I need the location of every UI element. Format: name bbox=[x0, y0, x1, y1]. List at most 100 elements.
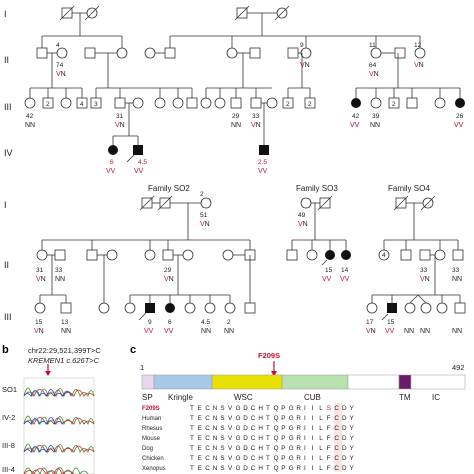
svg-text:12: 12 bbox=[414, 42, 422, 49]
so2-III-gt-6: NN bbox=[224, 328, 234, 335]
sample-iii-4: III-4 bbox=[2, 465, 15, 474]
chromatogram-iv-2 bbox=[23, 415, 95, 426]
gt-IV-3: VV bbox=[258, 168, 268, 175]
species-f209s: F209S bbox=[142, 406, 160, 412]
species-human: Human bbox=[142, 416, 161, 422]
gen-label-III: III bbox=[4, 102, 12, 112]
so4-III-age-1: 17 bbox=[366, 319, 374, 326]
age-IV-2: 4.5 bbox=[138, 159, 147, 166]
panel-b-label: b bbox=[2, 344, 9, 356]
so4-III-gt-2: VV bbox=[385, 328, 395, 335]
svg-text:9: 9 bbox=[300, 42, 304, 49]
chromatogram-iii-4 bbox=[23, 467, 89, 474]
gt-II-12: VN bbox=[414, 62, 424, 69]
age-III-d: 39 bbox=[372, 113, 380, 120]
age-II-11: 64 bbox=[369, 62, 377, 69]
pedigree-so3: Family SO3 49 VN 15 VV 14 VV bbox=[286, 184, 351, 283]
domain-tm: TM bbox=[399, 393, 411, 402]
domain-wsc: WSC bbox=[234, 393, 253, 402]
gt-III-e: VV bbox=[454, 122, 464, 129]
gt-II-4: VN bbox=[56, 71, 66, 78]
gen-label-II: II bbox=[4, 55, 9, 65]
so2-III-age-5: 4.5 bbox=[201, 319, 210, 326]
so2-III-gt-3: VV bbox=[144, 328, 154, 335]
protein-domain-bar bbox=[141, 374, 466, 390]
sample-so1: SO1 bbox=[2, 385, 17, 394]
chromatogram-so1 bbox=[23, 387, 95, 398]
species-xenopus: Xenopus bbox=[142, 466, 166, 472]
gen-label-I: I bbox=[4, 9, 7, 19]
domain-ic: IC bbox=[432, 393, 440, 402]
svg-text:2: 2 bbox=[286, 101, 290, 108]
so2-III-age-1: 15 bbox=[35, 319, 43, 326]
age-III-e: 26 bbox=[456, 113, 464, 120]
mutation-cdna: KREMEN1 c.626T>C bbox=[28, 356, 100, 365]
mutation-coordinate: chr22:29,521,399T>C bbox=[28, 346, 101, 355]
svg-text:3: 3 bbox=[94, 101, 98, 108]
svg-text:4: 4 bbox=[382, 252, 386, 259]
so3-II-age-2: 14 bbox=[341, 267, 349, 274]
so3-II-age-1: 15 bbox=[325, 267, 333, 274]
gt-III-a: NN bbox=[231, 122, 241, 129]
so2-II-age-1: 31 bbox=[36, 267, 44, 274]
so2-II-gt-3: VN bbox=[164, 276, 174, 283]
gen-label-IV: IV bbox=[4, 148, 13, 158]
so2-III-gt-1: VN bbox=[34, 328, 44, 335]
so2-III-age-3: 9 bbox=[148, 319, 152, 326]
age-III-1: 42 bbox=[26, 113, 34, 120]
species-mouse: Mouse bbox=[142, 436, 161, 442]
so2-III-age-2: 13 bbox=[61, 319, 69, 326]
domain-sp: SP bbox=[142, 393, 153, 402]
sample-iii-8: III-8 bbox=[2, 441, 15, 450]
svg-text:2: 2 bbox=[308, 101, 312, 108]
so4-III-gt-5: NN bbox=[452, 328, 462, 335]
age-III-b: 33 bbox=[252, 113, 260, 120]
family-so4-label: Family SO4 bbox=[388, 184, 430, 193]
protein-start: 1 bbox=[140, 363, 144, 372]
so2-III-gt-5: NN bbox=[201, 328, 211, 335]
pedigree-so2: I II III Family SO2 2 51 VN 31 VN 33 NN … bbox=[4, 184, 256, 335]
so2-II-age-3: 29 bbox=[164, 267, 172, 274]
so3-I-age: 49 bbox=[298, 212, 306, 219]
species-dog: Dog bbox=[142, 446, 153, 452]
pedigree-main: I II III IV bbox=[4, 5, 465, 175]
so4-III-gt-4: NN bbox=[420, 328, 430, 335]
so2-II-age-2: 33 bbox=[55, 267, 63, 274]
gt-IV-2: VV bbox=[134, 168, 144, 175]
so4-II-gt-2: NN bbox=[452, 276, 462, 283]
so4-III-age-2: 15 bbox=[387, 319, 395, 326]
so4-II-age-1: 33 bbox=[420, 267, 428, 274]
chromatogram-iii-8 bbox=[23, 443, 95, 454]
gt-III-b: VN bbox=[251, 122, 261, 129]
age-III-a: 29 bbox=[232, 113, 240, 120]
panel-c: c F209S 1 492 SP Kringle WSC CUB TM IC F… bbox=[130, 344, 466, 472]
age-III-8: 31 bbox=[116, 113, 124, 120]
so2-gen-II: II bbox=[4, 260, 9, 270]
svg-text:11: 11 bbox=[369, 42, 376, 49]
so2-II-gt-2: NN bbox=[55, 276, 65, 283]
gt-IV-1: VV bbox=[106, 168, 116, 175]
so2-II-gt-1: VN bbox=[36, 276, 46, 283]
domain-cub: CUB bbox=[304, 393, 321, 402]
so4-II-age-2: 33 bbox=[452, 267, 460, 274]
so2-I-age: 51 bbox=[200, 212, 208, 219]
so3-II-gt-1: VV bbox=[322, 276, 332, 283]
gt-II-11: VN bbox=[369, 71, 379, 78]
so3-II-gt-2: VV bbox=[340, 276, 350, 283]
so2-I-gt: VN bbox=[200, 221, 210, 228]
so4-III-gt-1: VN bbox=[366, 328, 376, 335]
species-rhesus: Rhesus bbox=[142, 426, 162, 432]
gt-III-8: VN bbox=[115, 122, 125, 129]
gt-III-c: VV bbox=[350, 122, 360, 129]
so3-I-gt: VN bbox=[298, 221, 308, 228]
age-IV-3: 2.5 bbox=[258, 159, 267, 166]
